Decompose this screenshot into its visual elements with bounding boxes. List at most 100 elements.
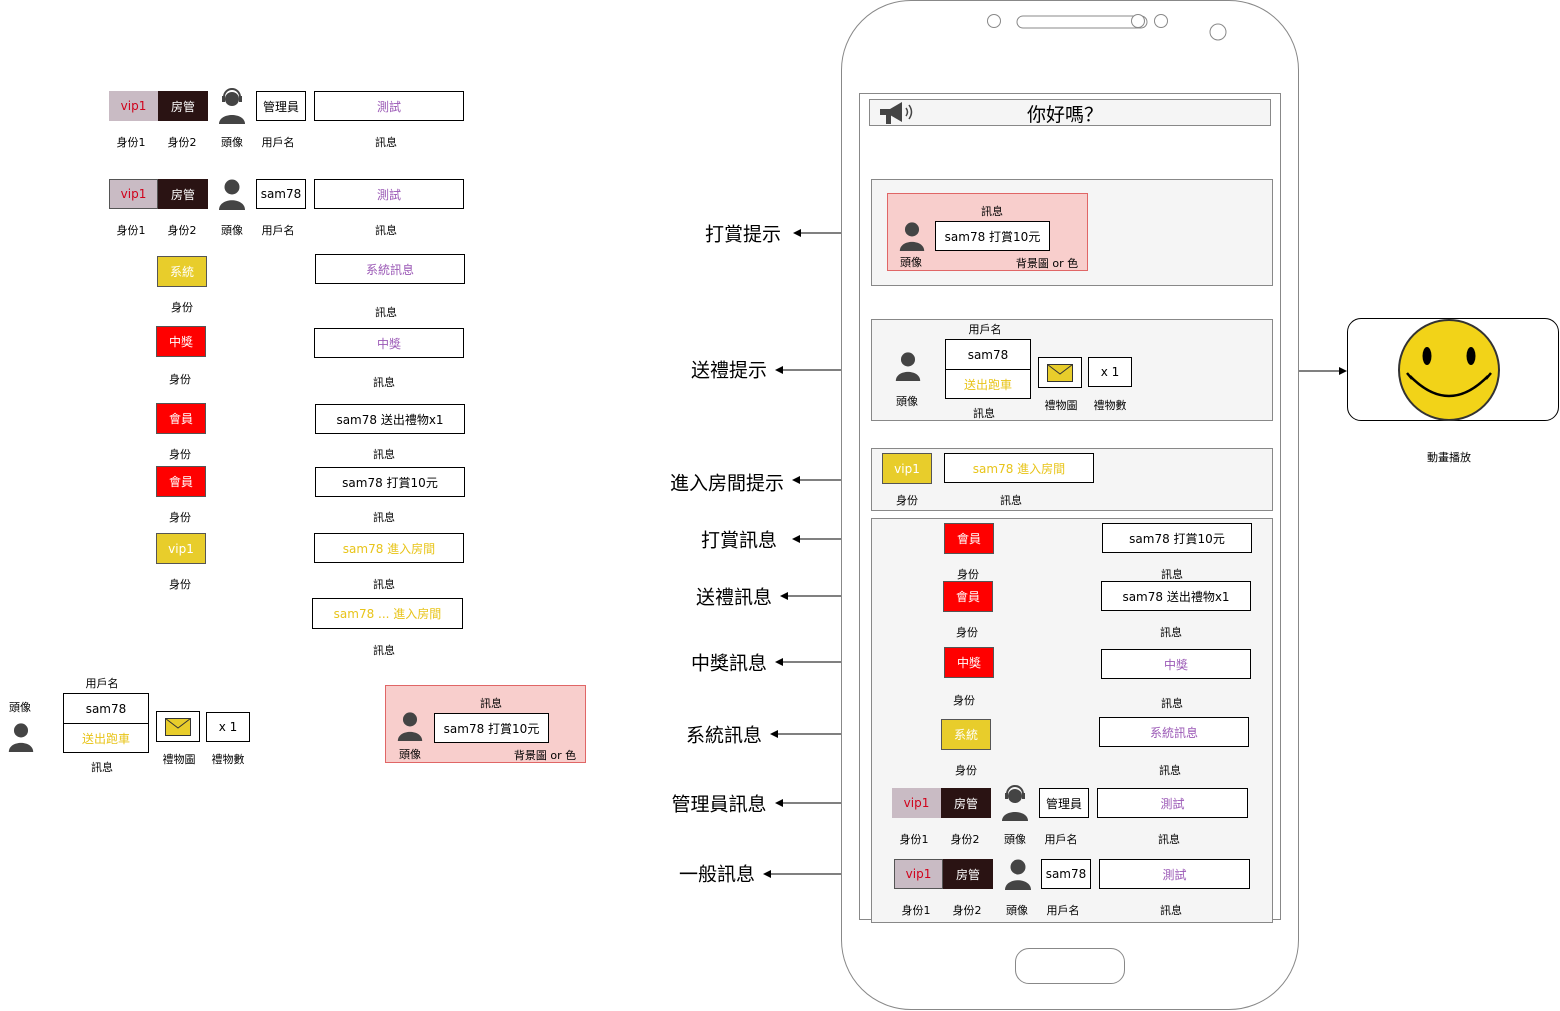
callout-gift-msg: 送禮訊息 bbox=[695, 586, 773, 609]
caption: 身份2 bbox=[952, 904, 982, 917]
caption: 背景圖 or 色 bbox=[1015, 257, 1079, 270]
message-box: 中獎 bbox=[1101, 649, 1251, 679]
message-box: sam78 進入房間 bbox=[944, 453, 1094, 483]
headset-avatar-icon bbox=[219, 88, 245, 124]
message-box: sam78 打賞10元 bbox=[315, 467, 465, 497]
callout-gift-notice: 送禮提示 bbox=[690, 359, 768, 382]
caption: 訊息 bbox=[1160, 626, 1182, 639]
gift-count-box: x 1 bbox=[206, 712, 250, 742]
caption: 身份 bbox=[169, 373, 191, 386]
caption: 頭像 bbox=[9, 701, 31, 714]
member-badge: 會員 bbox=[156, 403, 206, 434]
caption: 訊息 bbox=[375, 224, 397, 237]
caption: 頭像 bbox=[399, 748, 421, 761]
caption: 用戶名 bbox=[261, 136, 295, 149]
caption: 禮物圖 bbox=[162, 753, 196, 766]
identity2-badge: 房管 bbox=[943, 859, 993, 889]
caption: 訊息 bbox=[373, 644, 395, 657]
user-avatar-icon bbox=[397, 712, 423, 741]
member-badge: 會員 bbox=[944, 523, 994, 554]
caption: 身份 bbox=[171, 301, 193, 314]
envelope-icon bbox=[1047, 363, 1073, 382]
prize-badge: 中獎 bbox=[156, 326, 206, 357]
caption: 身份1 bbox=[116, 136, 146, 149]
vip-badge: vip1 bbox=[156, 533, 206, 564]
message-box: sam78 ... 進入房間 bbox=[312, 598, 463, 629]
identity2-badge: 房管 bbox=[158, 91, 208, 121]
caption: 訊息 bbox=[981, 205, 1003, 218]
user-avatar-icon bbox=[899, 222, 925, 251]
message-box: sam78 進入房間 bbox=[314, 533, 464, 563]
megaphone-icon bbox=[880, 102, 913, 124]
callout-prize-msg: 中獎訊息 bbox=[690, 652, 768, 675]
caption: 訊息 bbox=[1000, 494, 1022, 507]
username-box: 管理員 bbox=[256, 91, 306, 121]
callout-tip-msg: 打賞訊息 bbox=[700, 529, 778, 552]
prize-badge: 中獎 bbox=[944, 647, 994, 678]
caption: 訊息 bbox=[373, 448, 395, 461]
callout-normal-msg: 一般訊息 bbox=[678, 863, 756, 886]
caption: 身份 bbox=[169, 511, 191, 524]
user-avatar-icon bbox=[219, 179, 245, 210]
caption: 禮物圖 bbox=[1044, 399, 1078, 412]
caption: 訊息 bbox=[375, 136, 397, 149]
message-box: sam78 打賞10元 bbox=[1102, 523, 1252, 553]
animation-label: 動畫播放 bbox=[1427, 451, 1471, 464]
caption: 背景圖 or 色 bbox=[513, 749, 577, 762]
message-box: sam78 送出禮物x1 bbox=[1101, 581, 1251, 611]
user-avatar-icon bbox=[8, 723, 34, 752]
gift-image-box bbox=[1038, 357, 1082, 388]
message-box: 系統訊息 bbox=[315, 254, 465, 284]
message-box: sam78 打賞10元 bbox=[434, 713, 549, 743]
gift-image-box bbox=[156, 711, 200, 742]
identity2-badge: 房管 bbox=[158, 179, 208, 209]
envelope-icon bbox=[165, 717, 191, 736]
marquee-text: 你好嗎？ bbox=[1026, 103, 1103, 126]
gift-action-box: 送出跑車 bbox=[63, 723, 149, 753]
caption: 頭像 bbox=[221, 136, 243, 149]
caption: 身份2 bbox=[167, 224, 197, 237]
caption: 禮物數 bbox=[211, 753, 245, 766]
user-avatar-icon bbox=[895, 352, 921, 381]
member-badge: 會員 bbox=[156, 466, 206, 497]
caption: 訊息 bbox=[91, 761, 113, 774]
identity1-badge: vip1 bbox=[894, 859, 943, 889]
caption: 身份2 bbox=[167, 136, 197, 149]
message-box: 測試 bbox=[314, 91, 464, 121]
caption: 身份1 bbox=[901, 904, 931, 917]
marquee-bar bbox=[869, 99, 1271, 126]
message-box: sam78 送出禮物x1 bbox=[315, 404, 465, 434]
callout-enter-notice: 進入房間提示 bbox=[669, 472, 785, 495]
caption: 頭像 bbox=[221, 224, 243, 237]
message-box: 系統訊息 bbox=[1099, 717, 1249, 747]
caption: 頭像 bbox=[1006, 904, 1028, 917]
identity1-badge: vip1 bbox=[109, 91, 158, 121]
caption: 用戶名 bbox=[261, 224, 295, 237]
caption: 用戶名 bbox=[1044, 833, 1078, 846]
caption: 訊息 bbox=[373, 578, 395, 591]
caption: 身份2 bbox=[950, 833, 980, 846]
caption: 身份 bbox=[169, 448, 191, 461]
callout-tip-notice: 打賞提示 bbox=[704, 223, 782, 246]
system-badge: 系統 bbox=[941, 719, 991, 750]
username-box: sam78 bbox=[63, 693, 149, 724]
gift-count-box: x 1 bbox=[1088, 357, 1132, 387]
user-avatar-icon bbox=[1005, 859, 1031, 890]
caption: 訊息 bbox=[1158, 833, 1180, 846]
caption: 用戶名 bbox=[85, 677, 119, 690]
caption: 身份 bbox=[169, 578, 191, 591]
caption: 身份 bbox=[955, 764, 977, 777]
caption: 身份 bbox=[896, 494, 918, 507]
callout-system-msg: 系統訊息 bbox=[685, 724, 763, 747]
caption: 頭像 bbox=[900, 256, 922, 269]
home-button[interactable] bbox=[1015, 948, 1125, 984]
caption: 頭像 bbox=[896, 395, 918, 408]
caption: 身份 bbox=[953, 694, 975, 707]
member-badge: 會員 bbox=[943, 581, 993, 612]
identity1-badge: vip1 bbox=[892, 788, 941, 818]
message-box: 測試 bbox=[1099, 859, 1250, 889]
phone-top-sensors bbox=[987, 14, 1227, 41]
caption: 訊息 bbox=[1159, 764, 1181, 777]
callout-admin-msg: 管理員訊息 bbox=[671, 793, 767, 816]
